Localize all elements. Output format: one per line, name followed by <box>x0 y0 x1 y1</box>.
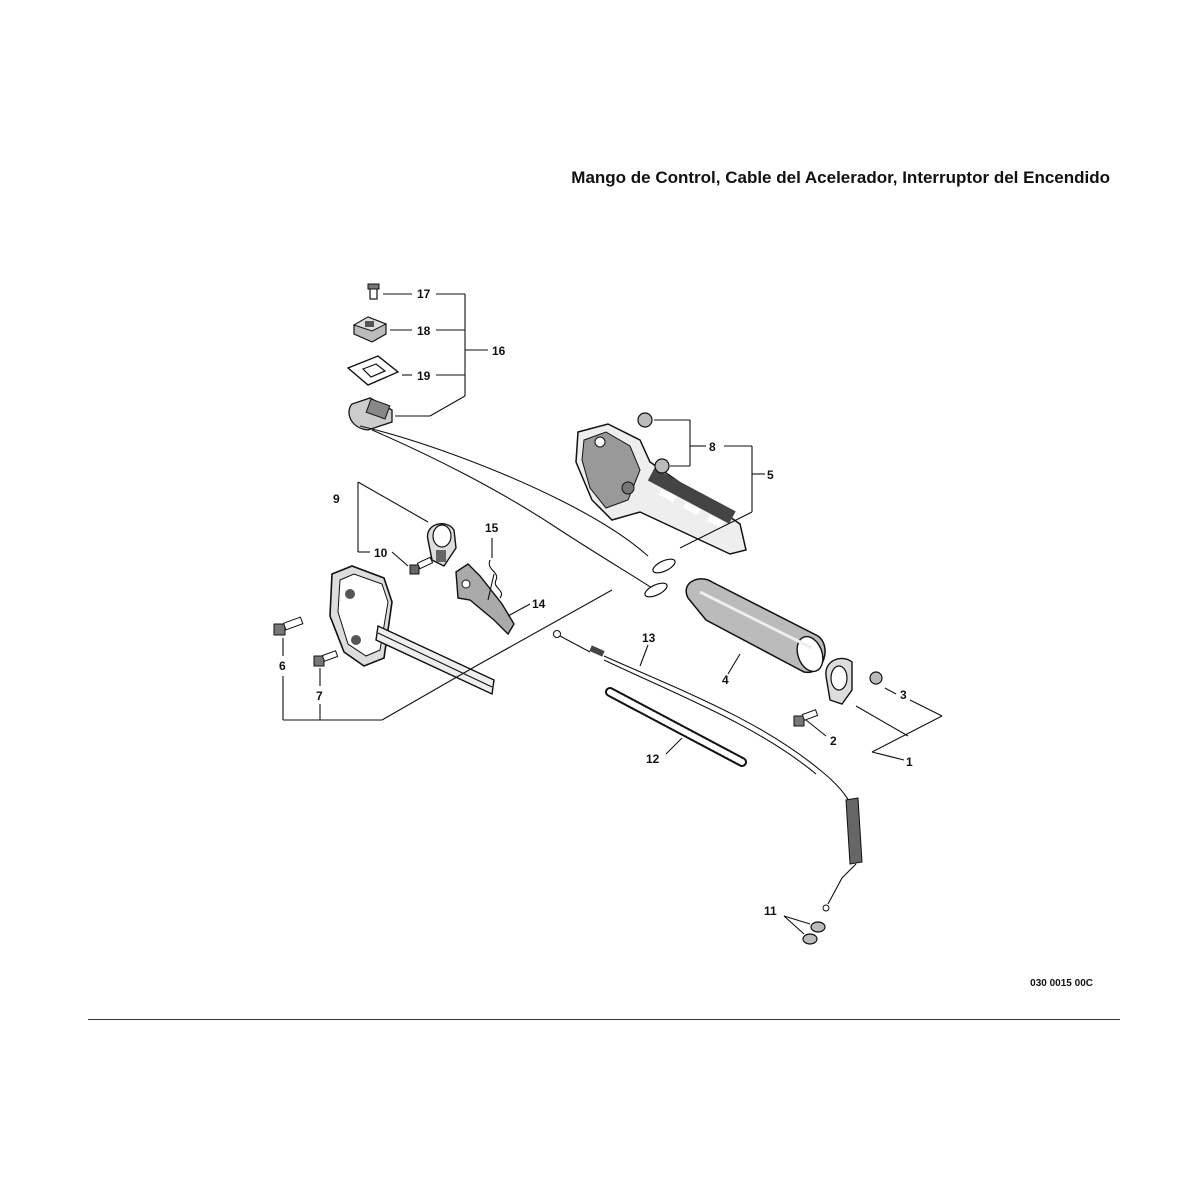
screw-17-drawing <box>367 283 380 300</box>
bottom-divider <box>88 1019 1120 1020</box>
plate-19-drawing <box>346 355 400 386</box>
screw-10-drawing <box>409 556 434 575</box>
grip-4-drawing <box>685 578 826 673</box>
throttle-cable-13-drawing <box>553 630 863 912</box>
screw-6-drawing <box>273 616 304 636</box>
callout-lines-16 <box>383 293 488 417</box>
diagram-title: Mango de Control, Cable del Acelerador, … <box>571 168 1110 187</box>
callout-lines-6-7 <box>282 589 613 721</box>
callout-2: 2 <box>830 734 837 748</box>
clamp-1-drawing <box>825 657 853 705</box>
callout-3: 3 <box>900 688 907 702</box>
spring-15-drawing <box>487 538 502 601</box>
callout-16: 16 <box>492 344 506 358</box>
nut-3-drawing <box>869 671 883 685</box>
bolt-2-drawing <box>793 709 819 727</box>
callout-13: 13 <box>642 631 656 645</box>
throttle-trigger-14-drawing <box>455 563 515 636</box>
callout-7: 7 <box>316 689 323 703</box>
callout-14: 14 <box>532 597 546 611</box>
callout-lines-9-10 <box>357 481 429 567</box>
callout-lines-1-3 <box>805 687 943 761</box>
nut-18-drawing <box>352 316 388 343</box>
screw-7-drawing <box>313 650 339 667</box>
callout-labels: 17 18 19 16 8 5 9 15 10 14 13 6 7 4 3 2 … <box>279 287 913 918</box>
callout-10: 10 <box>374 546 388 560</box>
callout-5: 5 <box>767 468 774 482</box>
spring-12-drawing <box>605 687 747 767</box>
callout-9: 9 <box>333 492 340 506</box>
callout-11: 11 <box>764 904 777 918</box>
callout-1: 1 <box>906 755 913 769</box>
callout-18: 18 <box>417 324 431 338</box>
callout-17: 17 <box>417 287 431 301</box>
callout-12: 12 <box>646 752 660 766</box>
callout-15: 15 <box>485 521 499 535</box>
handle-body-drawing <box>329 565 495 696</box>
callout-8: 8 <box>709 440 716 454</box>
callout-6: 6 <box>279 659 286 673</box>
callout-lines-4 <box>727 653 741 675</box>
clamp-9-drawing <box>426 522 457 567</box>
reference-code: 030 0015 00C <box>1030 978 1093 989</box>
nuts-11-drawing <box>783 915 826 945</box>
callout-19: 19 <box>417 369 431 383</box>
nuts-8-drawing <box>637 412 670 474</box>
callout-lines-12-13 <box>639 644 683 755</box>
callout-lines-5-8 <box>654 419 765 549</box>
handle-housing-5-drawing <box>575 423 747 555</box>
callout-4: 4 <box>722 673 729 687</box>
ignition-switch-drawing <box>348 397 676 598</box>
callout-lines-14 <box>507 603 531 617</box>
